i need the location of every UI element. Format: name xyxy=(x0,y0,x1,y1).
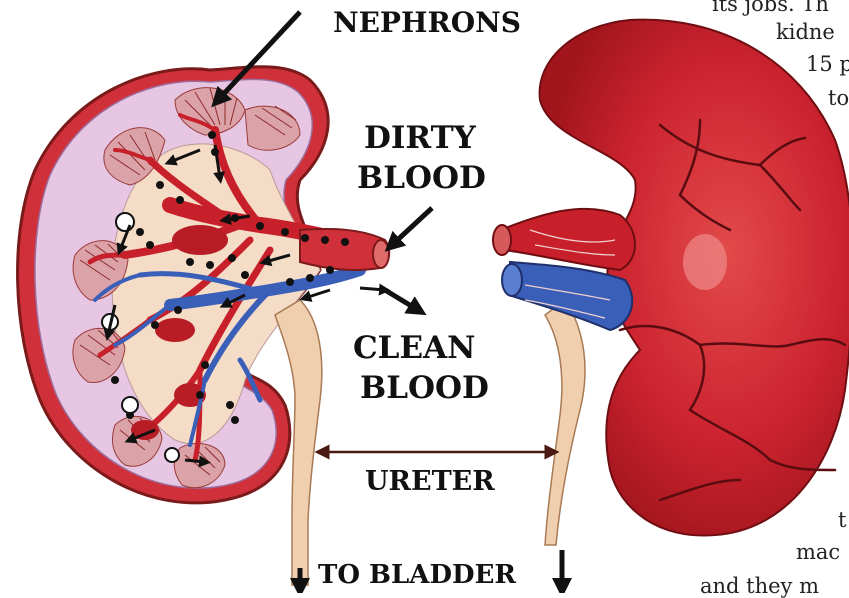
hilum-vessels xyxy=(493,209,635,330)
background-text-4: to xyxy=(828,86,849,110)
background-text-7: and they m xyxy=(700,574,819,598)
to-bladder-label: TO BLADDER xyxy=(318,560,516,590)
ureter-label: URETER xyxy=(365,466,495,497)
background-text-5: t xyxy=(838,508,846,532)
kidney-highlight xyxy=(683,234,727,290)
kidney-cross-section xyxy=(18,67,390,585)
dirty-blood-label-line2: BLOOD xyxy=(357,160,486,196)
dirty-blood-arrow xyxy=(392,208,432,245)
dirty-blood-label-line1: DIRTY xyxy=(364,120,476,156)
nephrons-label: NEPHRONS xyxy=(333,6,521,39)
background-text-1: its jobs. Th xyxy=(712,0,829,16)
clean-blood-label-line2: BLOOD xyxy=(360,370,489,406)
artery-opening xyxy=(373,240,389,268)
clean-blood-arrow xyxy=(385,290,418,310)
kidney-exterior xyxy=(493,20,849,545)
background-text-3: 15 p xyxy=(806,52,849,76)
clean-blood-label-line1: CLEAN xyxy=(353,330,476,366)
background-text-6: mac xyxy=(796,540,840,564)
background-text-2: kidne xyxy=(776,20,835,44)
right-ureter xyxy=(545,300,585,545)
